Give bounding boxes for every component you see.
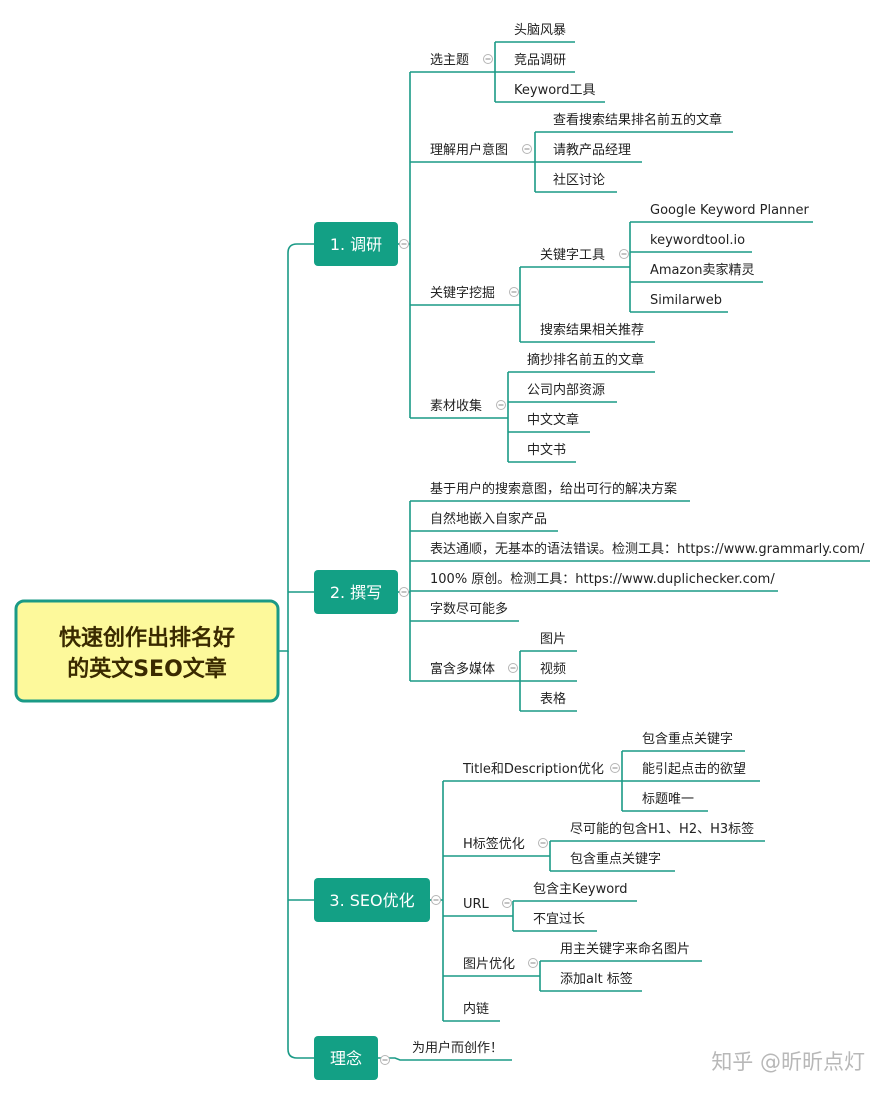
branch-writing[interactable]: 2. 撰写 (314, 570, 398, 614)
topic-url[interactable]: URL (463, 897, 490, 912)
leaf-tables[interactable]: 表格 (540, 691, 566, 707)
collapse-toggle[interactable] (399, 587, 409, 597)
branch-seo-label: 3. SEO优化 (329, 891, 414, 910)
leaf-related-search[interactable]: 搜索结果相关推荐 (540, 323, 644, 338)
topic-material-collection[interactable]: 素材收集 (430, 398, 482, 414)
leaf-keywordtool[interactable]: keywordtool.io (650, 233, 745, 248)
topic-select[interactable]: 选主题 (430, 53, 469, 68)
leaf-h123[interactable]: 尽可能的包含H1、H2、H3标签 (570, 821, 754, 837)
collapse-toggle[interactable] (483, 54, 493, 64)
collapse-toggle[interactable] (619, 249, 629, 259)
leaf-alt-tag[interactable]: 添加alt 标签 (560, 971, 633, 987)
leaf-amazon-seller-sprite[interactable]: Amazon卖家精灵 (650, 262, 755, 278)
leaf-h-include-keyword[interactable]: 包含重点关键字 (570, 851, 661, 867)
watermark: 知乎 @昕昕点灯 (711, 1050, 865, 1074)
root-title-line2: 的英文SEO文章 (67, 656, 227, 682)
leaf-image-name[interactable]: 用主关键字来命名图片 (560, 941, 690, 957)
leaf-url-keyword[interactable]: 包含主Keyword (533, 881, 628, 897)
root-title-line1: 快速创作出排名好 (59, 625, 235, 651)
leaf-chinese-articles[interactable]: 中文文章 (527, 412, 579, 428)
collapse-toggle[interactable] (496, 400, 506, 410)
collapse-toggle[interactable] (528, 958, 538, 968)
connector-lines (279, 41, 870, 1061)
topic-image-opt[interactable]: 图片优化 (463, 957, 515, 972)
leaf-word-count[interactable]: 字数尽可能多 (430, 601, 508, 617)
leaf-internal-resources[interactable]: 公司内部资源 (527, 382, 605, 398)
leaf-include-keyword[interactable]: 包含重点关键字 (642, 731, 733, 747)
collapse-toggle[interactable] (399, 239, 409, 249)
leaf-google-keyword-planner[interactable]: Google Keyword Planner (650, 203, 810, 218)
collapse-toggle[interactable] (502, 898, 512, 908)
collapse-toggle[interactable] (508, 663, 518, 673)
leaf-click-desire[interactable]: 能引起点击的欲望 (642, 761, 746, 777)
leaf-video[interactable]: 视频 (540, 662, 566, 677)
leaf-embed-product[interactable]: 自然地嵌入自家产品 (430, 511, 547, 527)
leaf-grammar[interactable]: 表达通顺，无基本的语法错误。检测工具：https://www.grammarly… (430, 541, 865, 557)
leaf-for-users[interactable]: 为用户而创作！ (412, 1040, 503, 1056)
topic-keyword-tool[interactable]: 关键字工具 (540, 248, 605, 263)
leaf-similarweb[interactable]: Similarweb (650, 293, 722, 308)
leaf-competitor-research[interactable]: 竞品调研 (514, 52, 566, 68)
collapse-toggle[interactable] (522, 144, 532, 154)
collapse-toggle[interactable] (431, 895, 441, 905)
leaf-excerpt-top5[interactable]: 摘抄排名前五的文章 (527, 352, 644, 368)
branch-seo[interactable]: 3. SEO优化 (314, 878, 430, 922)
leaf-brainstorm[interactable]: 头脑风暴 (514, 23, 566, 38)
leaf-community[interactable]: 社区讨论 (553, 172, 605, 188)
topic-h-tags[interactable]: H标签优化 (463, 836, 525, 852)
root-node[interactable]: 快速创作出排名好 的英文SEO文章 (14, 599, 280, 703)
leaf-url-short[interactable]: 不宜过长 (533, 912, 585, 927)
branch-research[interactable]: 1. 调研 (314, 222, 398, 266)
topic-keyword-mining[interactable]: 关键字挖掘 (430, 286, 495, 301)
leaf-original[interactable]: 100% 原创。检测工具：https://www.duplichecker.co… (430, 572, 775, 587)
collapse-toggle[interactable] (538, 838, 548, 848)
topic-multimedia[interactable]: 富含多媒体 (430, 661, 495, 677)
collapse-toggle[interactable] (610, 763, 620, 773)
leaf-solution-by-intent[interactable]: 基于用户的搜索意图，给出可行的解决方案 (430, 481, 677, 497)
branch-research-label: 1. 调研 (330, 235, 382, 254)
leaf-ask-pm[interactable]: 请教产品经理 (553, 142, 631, 158)
leaf-unique-title[interactable]: 标题唯一 (642, 792, 694, 807)
branch-philosophy[interactable]: 理念 (314, 1036, 378, 1080)
branch-writing-label: 2. 撰写 (330, 583, 382, 602)
collapse-toggle[interactable] (509, 287, 519, 297)
leaf-keyword-tools[interactable]: Keyword工具 (514, 83, 596, 98)
leaf-check-top5[interactable]: 查看搜索结果排名前五的文章 (553, 112, 722, 128)
topic-title-description[interactable]: Title和Description优化 (462, 762, 604, 777)
leaf-images[interactable]: 图片 (540, 632, 566, 647)
topic-user-intent[interactable]: 理解用户意图 (430, 142, 508, 158)
collapse-toggle[interactable] (380, 1055, 390, 1065)
branch-philosophy-label: 理念 (330, 1049, 362, 1068)
topic-internal-links[interactable]: 内链 (463, 1001, 489, 1017)
leaf-chinese-books[interactable]: 中文书 (527, 443, 566, 458)
